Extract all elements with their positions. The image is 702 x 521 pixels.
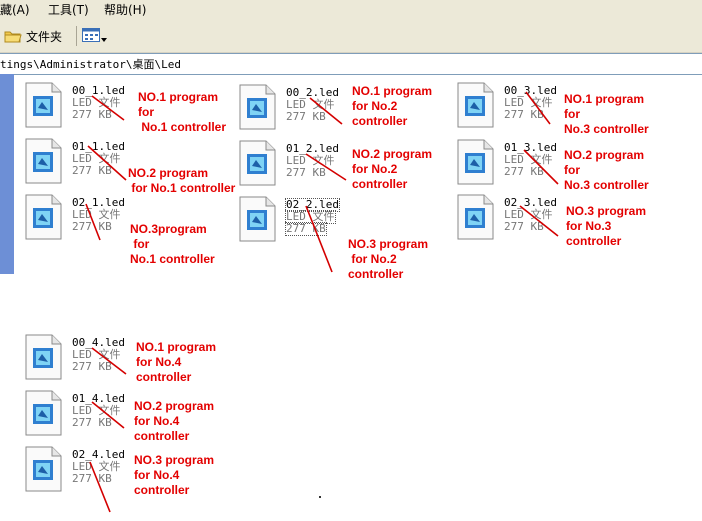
file-size: 277 KB xyxy=(72,360,112,373)
file-item-00-4[interactable]: 00_4.led LED 文件 277 KB xyxy=(24,334,144,384)
views-button[interactable] xyxy=(82,26,110,46)
toolbar: 文件夹 xyxy=(0,20,702,53)
led-file-icon xyxy=(456,139,494,189)
arrow-line xyxy=(305,205,333,273)
annotation-label: NO.3 program for No.2 controller xyxy=(348,237,429,281)
folder-icon xyxy=(4,28,22,44)
file-name: 01_4.led xyxy=(72,392,125,405)
file-name: 01_1.led xyxy=(72,140,125,153)
file-item-00-2[interactable]: 00_2.led LED 文件 277 KB xyxy=(238,84,358,134)
file-name: 02_2.led xyxy=(285,198,340,212)
annotation-label: NO.3 program for No.4 controller xyxy=(134,453,215,497)
file-name: 00_1.led xyxy=(72,84,125,97)
file-name: 00_4.led xyxy=(72,336,125,349)
file-name: 02_3.led xyxy=(504,196,557,209)
file-size: 277 KB xyxy=(286,110,326,123)
menu-bar: 藏(A) 工具(T) 帮助(H) xyxy=(0,0,702,20)
file-type: LED 文件 xyxy=(72,404,121,417)
led-file-icon xyxy=(456,82,494,132)
file-item-02-4[interactable]: 02_4.led LED 文件 277 KB xyxy=(24,446,144,496)
file-name: 02_4.led xyxy=(72,448,125,461)
annotation-label: NO.1 program for No.4 controller xyxy=(136,340,217,384)
file-size: 277 KB xyxy=(72,472,112,485)
file-name: 00_2.led xyxy=(286,86,339,99)
menu-tools[interactable]: 工具(T) xyxy=(48,3,89,17)
arrow-line xyxy=(523,149,559,185)
file-name: 02_1.led xyxy=(72,196,125,209)
file-type: LED 文件 xyxy=(72,460,121,473)
arrow-line xyxy=(519,205,559,237)
stray-mark xyxy=(319,496,321,498)
arrow-line xyxy=(91,95,125,121)
annotation-label: NO.2 program for No.4 controller xyxy=(134,399,215,443)
annotation-label: NO.1 program for No.3 controller xyxy=(564,92,649,136)
file-type: LED 文件 xyxy=(72,96,121,109)
file-name: 00_3.led xyxy=(504,84,557,97)
annotation-label: NO.2 program for No.3 controller xyxy=(564,148,649,192)
file-size: 277 KB xyxy=(286,166,326,179)
annotation-label: NO.2 program for No.1 controller xyxy=(128,166,236,195)
file-type: LED 文件 xyxy=(286,154,335,167)
led-file-icon xyxy=(238,140,276,190)
arrow-line xyxy=(89,461,111,513)
file-type: LED 文件 xyxy=(72,208,121,221)
arrow-line xyxy=(87,145,127,181)
address-path[interactable]: tings\Administrator\桌面\Led xyxy=(0,58,181,71)
file-name: 01_3.led xyxy=(504,141,557,154)
annotation-label: NO.1 program for No.2 controller xyxy=(352,84,433,128)
file-item-01-1[interactable]: 01_1.led LED 文件 277 KB xyxy=(24,138,144,188)
annotation-label: NO.3 program for No.3 controller xyxy=(566,204,647,248)
arrow-line xyxy=(305,153,347,181)
file-size: 277 KB xyxy=(504,108,544,121)
arrow-line xyxy=(85,203,101,241)
file-item-01-2[interactable]: 01_2.led LED 文件 277 KB xyxy=(238,140,358,190)
folders-label: 文件夹 xyxy=(26,29,63,44)
task-pane-edge xyxy=(0,74,14,274)
menu-favorites[interactable]: 藏(A) xyxy=(0,3,30,17)
led-file-icon xyxy=(24,82,62,132)
led-file-icon xyxy=(24,446,62,496)
menu-help[interactable]: 帮助(H) xyxy=(104,3,147,17)
led-file-icon xyxy=(24,390,62,440)
chevron-down-icon xyxy=(101,27,107,46)
file-size: 277 KB xyxy=(72,108,112,121)
file-size: 277 KB xyxy=(72,164,112,177)
arrow-line xyxy=(91,347,127,375)
file-item-00-1[interactable]: 00_1.led LED 文件 277 KB xyxy=(24,82,144,132)
file-size: 277 KB xyxy=(504,165,544,178)
file-type: LED 文件 xyxy=(504,153,553,166)
led-file-icon xyxy=(24,194,62,244)
annotation-label: NO.2 program for No.2 controller xyxy=(352,147,433,191)
arrow-line xyxy=(309,97,343,125)
address-bar[interactable]: tings\Administrator\桌面\Led xyxy=(0,53,702,75)
annotation-label: NO.1 program for No.1 controller xyxy=(138,90,227,134)
file-item-02-3[interactable]: 02_3.led LED 文件 277 KB xyxy=(456,194,576,244)
file-type: LED 文件 xyxy=(504,208,553,221)
file-type: LED 文件 xyxy=(504,96,553,109)
file-item-01-3[interactable]: 01_3.led LED 文件 277 KB xyxy=(456,139,576,189)
file-name: 01_2.led xyxy=(286,142,339,155)
folders-button[interactable]: 文件夹 xyxy=(4,24,70,48)
views-icon xyxy=(82,27,100,46)
file-size: 277 KB xyxy=(72,220,112,233)
file-type: LED 文件 xyxy=(72,348,121,361)
file-item-01-4[interactable]: 01_4.led LED 文件 277 KB xyxy=(24,390,144,440)
file-item-00-3[interactable]: 00_3.led LED 文件 277 KB xyxy=(456,82,576,132)
arrow-line xyxy=(525,91,551,125)
led-file-icon xyxy=(238,196,276,246)
led-file-icon xyxy=(24,138,62,188)
led-file-icon xyxy=(24,334,62,384)
led-file-icon xyxy=(456,194,494,244)
file-size: 277 KB xyxy=(72,416,112,429)
file-type: LED 文件 xyxy=(72,152,121,165)
file-size: 277 KB xyxy=(504,220,544,233)
arrow-line xyxy=(91,401,125,429)
led-file-icon xyxy=(238,84,276,134)
annotation-label: NO.3program for No.1 controller xyxy=(130,222,215,266)
toolbar-separator xyxy=(76,26,77,46)
file-item-02-1[interactable]: 02_1.led LED 文件 277 KB xyxy=(24,194,144,244)
